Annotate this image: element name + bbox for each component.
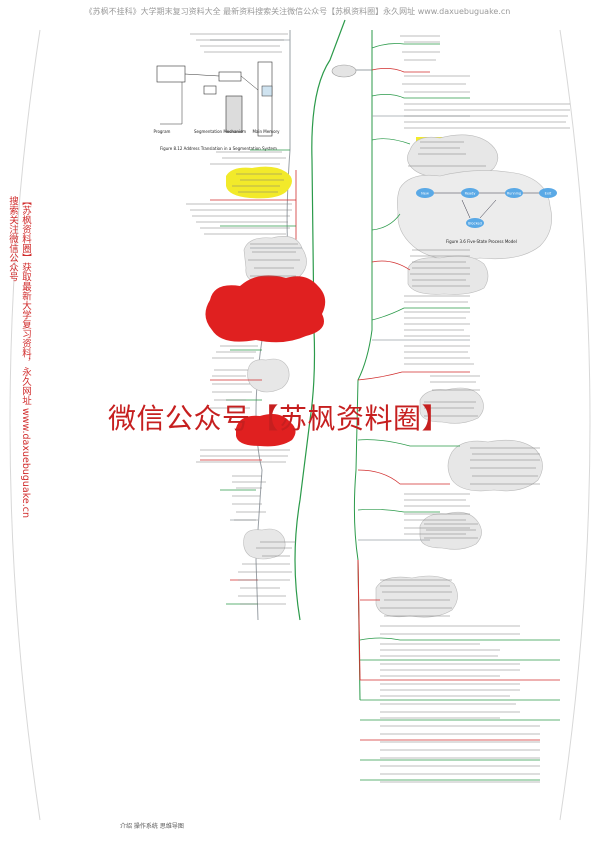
yellow-highlight-blob (226, 166, 292, 199)
page-header: 《苏枫不挂科》大学期末复习资料大全 最新资料搜索关注微信公众号【苏枫资料圈】永久… (84, 7, 511, 16)
state-new-label: New (421, 192, 429, 196)
virtual-address-box (156, 65, 186, 83)
segmentation-figure: Program Segmentation Mechanism Main Memo… (154, 61, 280, 151)
page-footer: 介绍 操作系统 思维导图 (120, 823, 184, 830)
figure-arrows (184, 73, 259, 91)
memory-segment-box (261, 85, 273, 97)
segment-table-box (225, 95, 243, 133)
state-exit-label: Exit (545, 192, 552, 196)
state-new (416, 188, 434, 198)
main-trunk (294, 19, 346, 621)
register-box (203, 85, 217, 95)
state-ready (461, 188, 479, 198)
fine-print-lines (186, 33, 570, 783)
root-node (331, 64, 357, 78)
five-state-model: New Ready Running Blocked Exit Figure 3.… (416, 188, 557, 244)
watermark-text: 微信公众号【苏枫资料圈】 (108, 402, 451, 435)
state-ready-label: Ready (465, 192, 476, 196)
state-blocked-label: Blocked (468, 222, 482, 226)
segmentation-memory-label: Main Memory (252, 129, 280, 134)
segment-table-ptr-box (218, 71, 242, 82)
five-state-arrows (434, 192, 540, 219)
right-trunk-red (357, 559, 361, 681)
right-trunk (353, 30, 373, 701)
five-state-caption: Figure 3.6 Five-State Process Model (446, 239, 517, 244)
red-highlight-small (236, 414, 296, 447)
sidebar-text-b: 【苏枫资料圈】获取最新大学复习资料，永久网址 www.daxuebuguake.… (20, 196, 31, 519)
state-exit (539, 188, 557, 198)
state-running (505, 188, 523, 198)
cloud-right-5 (419, 511, 482, 550)
outline-arc-left (9, 29, 41, 821)
cloud-right-4 (447, 439, 543, 492)
state-running-label: Running (507, 192, 521, 196)
cloud-right-6 (375, 575, 458, 618)
cloud-left-3 (243, 528, 286, 560)
sidebar-text-a: 搜索关注微信公众号 (7, 196, 18, 282)
cloud-right-2 (407, 255, 489, 295)
segmentation-program-label: Program (154, 129, 171, 134)
cloud-right-five-state (397, 170, 552, 261)
segmentation-mechanism-label: Segmentation Mechanism (194, 129, 246, 134)
state-blocked (466, 218, 484, 228)
segmentation-caption: Figure 8.12 Address Translation in a Seg… (160, 146, 277, 151)
main-memory-box (257, 61, 273, 137)
cloud-left-2 (247, 358, 290, 393)
cloud-right-1 (407, 134, 499, 178)
outline-arc-right (559, 29, 591, 821)
right-branches (357, 43, 560, 781)
red-highlight-blob (205, 275, 326, 343)
figure-arrows-b (160, 82, 183, 125)
